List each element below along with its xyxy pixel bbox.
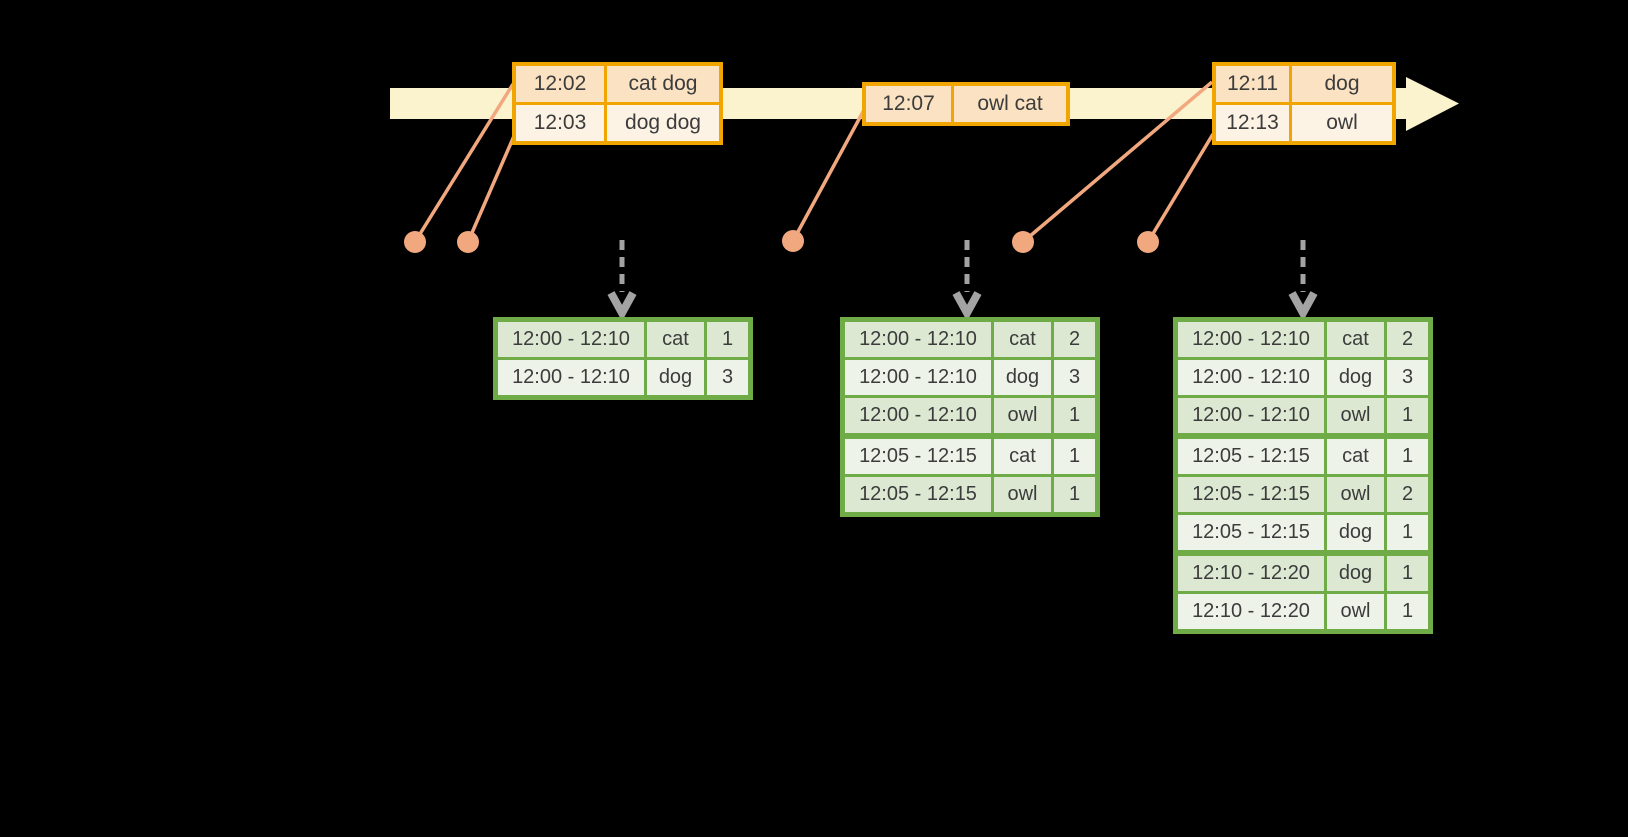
- trigger-arrow-icon: [607, 240, 637, 322]
- table-cell: dog: [1327, 515, 1384, 550]
- table-cell: 12:05 - 12:15: [845, 477, 991, 512]
- table-cell: 1: [1054, 398, 1095, 433]
- event-dot-icon: [1012, 231, 1034, 253]
- table-cell: 12:07: [866, 86, 951, 122]
- table-cell: 12:00 - 12:10: [1178, 322, 1324, 357]
- table-cell: dog: [1327, 360, 1384, 395]
- table-cell: 2: [1054, 322, 1095, 357]
- table-cell: cat dog: [607, 66, 719, 102]
- table-cell: 2: [1387, 322, 1428, 357]
- table-cell: 12:03: [516, 105, 604, 141]
- table-cell: 12:00 - 12:10: [845, 322, 991, 357]
- table-cell: dog: [1292, 66, 1392, 102]
- table-cell: 12:05 - 12:15: [1178, 477, 1324, 512]
- table-cell: owl cat: [954, 86, 1066, 122]
- event-dots: [404, 230, 1159, 253]
- event-connector-lines: [413, 80, 1215, 244]
- table-cell: owl: [994, 398, 1051, 433]
- table-cell: 12:00 - 12:10: [498, 360, 644, 395]
- connector-line: [413, 83, 515, 243]
- table-cell: cat: [994, 322, 1051, 357]
- table-cell: 12:05 - 12:15: [1178, 515, 1324, 550]
- table-cell: owl: [994, 477, 1051, 512]
- event-dot-icon: [782, 230, 804, 252]
- connector-line: [1146, 133, 1215, 243]
- table-cell: 12:02: [516, 66, 604, 102]
- trigger-arrow-icon: [1288, 240, 1318, 322]
- event-dot-icon: [457, 231, 479, 253]
- table-cell: dog dog: [607, 105, 719, 141]
- table-cell: 3: [707, 360, 748, 395]
- connector-line: [1021, 80, 1214, 244]
- table-cell: 12:05 - 12:15: [1178, 439, 1324, 474]
- table-cell: 12:11: [1216, 66, 1289, 102]
- table-cell: 1: [1387, 439, 1428, 474]
- table-cell: 3: [1387, 360, 1428, 395]
- timeline-arrowhead-icon: [1406, 77, 1459, 131]
- table-cell: owl: [1327, 398, 1384, 433]
- table-cell: 12:05 - 12:15: [845, 439, 991, 474]
- table-cell: 12:00 - 12:10: [1178, 398, 1324, 433]
- table-cell: cat: [1327, 439, 1384, 474]
- table-cell: 1: [1387, 515, 1428, 550]
- table-cell: 1: [707, 322, 748, 357]
- table-cell: 12:00 - 12:10: [845, 360, 991, 395]
- table-cell: 2: [1387, 477, 1428, 512]
- table-cell: 12:00 - 12:10: [498, 322, 644, 357]
- event-dot-icon: [404, 231, 426, 253]
- table-cell: dog: [647, 360, 704, 395]
- table-cell: dog: [994, 360, 1051, 395]
- table-cell: 1: [1387, 556, 1428, 591]
- table-cell: 1: [1054, 477, 1095, 512]
- event-dot-icon: [1137, 231, 1159, 253]
- connector-line: [466, 135, 516, 243]
- table-cell: 12:10 - 12:20: [1178, 556, 1324, 591]
- table-cell: cat: [647, 322, 704, 357]
- table-cell: 1: [1387, 594, 1428, 629]
- table-cell: cat: [994, 439, 1051, 474]
- connector-line: [791, 109, 866, 242]
- table-cell: 3: [1054, 360, 1095, 395]
- table-cell: cat: [1327, 322, 1384, 357]
- table-cell: owl: [1327, 594, 1384, 629]
- table-cell: 1: [1387, 398, 1428, 433]
- table-cell: owl: [1292, 105, 1392, 141]
- table-cell: 1: [1054, 439, 1095, 474]
- table-cell: dog: [1327, 556, 1384, 591]
- table-cell: 12:10 - 12:20: [1178, 594, 1324, 629]
- table-cell: 12:00 - 12:10: [1178, 360, 1324, 395]
- table-cell: 12:13: [1216, 105, 1289, 141]
- table-cell: owl: [1327, 477, 1384, 512]
- trigger-arrow-icon: [952, 240, 982, 322]
- table-cell: 12:00 - 12:10: [845, 398, 991, 433]
